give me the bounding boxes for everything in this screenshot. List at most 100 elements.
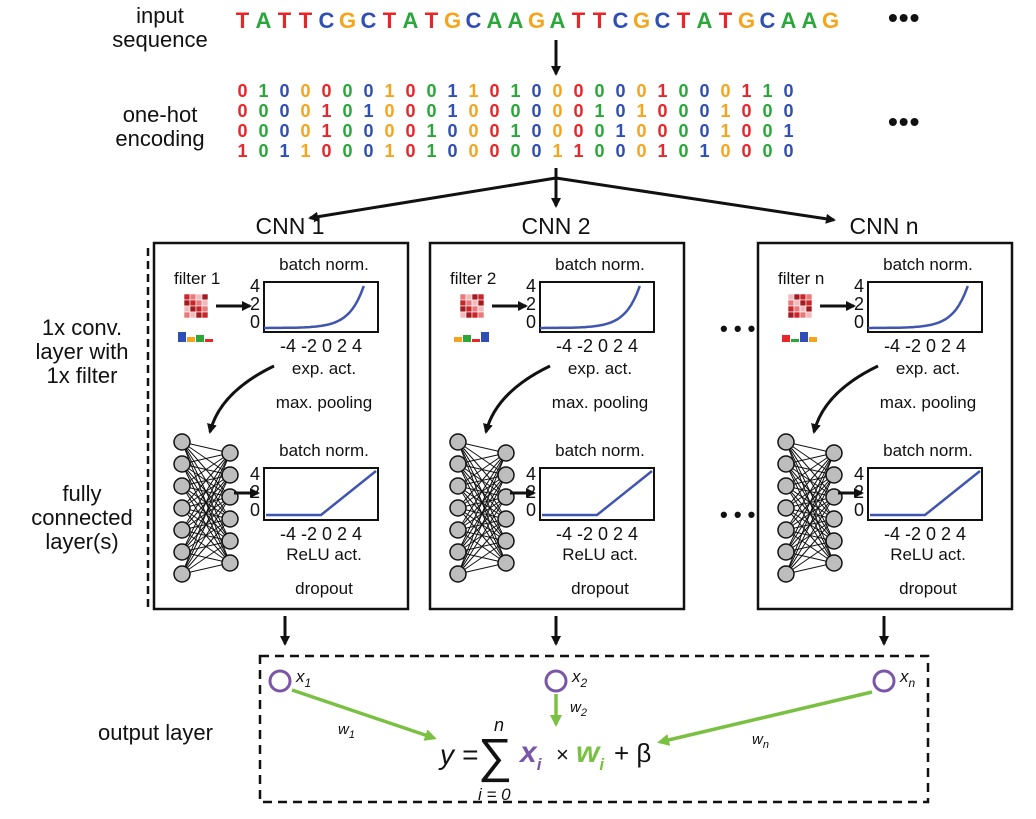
one-hot-cell: 0 — [783, 81, 794, 101]
one-hot-cell: 0 — [426, 81, 437, 101]
one-hot-cell: 1 — [426, 121, 437, 141]
filter-cell — [195, 293, 203, 301]
output-node-x2 — [544, 669, 568, 693]
output-layer-label: output layer — [98, 720, 213, 745]
y-tick: 4 — [250, 464, 260, 484]
filter-cell — [471, 305, 479, 313]
network-edge — [785, 518, 835, 575]
network-edge — [181, 452, 231, 553]
batch-norm-label: batch norm. — [883, 255, 973, 274]
motif-logo-letter — [472, 339, 480, 342]
sequence-base: G — [737, 8, 756, 33]
network-node — [777, 455, 795, 473]
exp-act-label: exp. act. — [896, 359, 960, 378]
y-tick: 2 — [250, 294, 260, 314]
one-hot-cell: 0 — [321, 81, 332, 101]
one-hot-cell: 0 — [531, 141, 542, 161]
input-sequence-label: input sequence — [112, 3, 208, 52]
one-hot-cell: 1 — [447, 81, 458, 101]
one-hot-cell: 0 — [342, 141, 353, 161]
network-edge — [181, 540, 231, 575]
weight-arrow-n — [657, 690, 873, 746]
one-hot-cell: 0 — [678, 141, 689, 161]
arrow-conv-to-fc — [207, 364, 275, 434]
one-hot-cell: 0 — [615, 101, 626, 121]
output-node-xn — [872, 669, 896, 693]
network-edge — [785, 540, 835, 575]
y-tick: 4 — [854, 276, 864, 296]
filter-cell — [793, 299, 801, 307]
x-ticks: -4 -2 0 2 4 — [884, 336, 966, 356]
cnn-title: CNN 1 — [255, 213, 324, 239]
filter-cell — [459, 305, 467, 313]
one-hot-cell: 1 — [321, 121, 332, 141]
network-node — [497, 532, 515, 550]
one-hot-cell: 0 — [636, 121, 647, 141]
one-hot-cell: 0 — [699, 101, 710, 121]
one-hot-label: one-hot encoding — [115, 102, 205, 151]
batch-norm-label: batch norm. — [883, 441, 973, 460]
one-hot-cell: 0 — [405, 121, 416, 141]
one-hot-cell: 1 — [615, 121, 626, 141]
one-hot-cell: 0 — [573, 121, 584, 141]
w2-label: w2 — [570, 699, 587, 719]
motif-logo-letter — [187, 337, 195, 342]
one-hot-cell: 0 — [300, 101, 311, 121]
motif-logo-letter — [809, 337, 817, 342]
sequence-ellipsis: ••• — [888, 2, 921, 33]
filter-cell — [799, 299, 807, 307]
one-hot-cell: 0 — [258, 101, 269, 121]
sequence-base: C — [654, 8, 671, 33]
filter-label: filter n — [778, 269, 824, 288]
relu-act-label: ReLU act. — [890, 545, 966, 564]
one-hot-cell: 0 — [531, 121, 542, 141]
network-edge — [785, 452, 835, 531]
relu-activation-plot — [263, 467, 379, 521]
exp-act-label: exp. act. — [292, 359, 356, 378]
one-hot-cell: 0 — [678, 121, 689, 141]
one-hot-cell: 0 — [237, 81, 248, 101]
one-hot-cell: 0 — [384, 121, 395, 141]
sequence-base: T — [424, 8, 439, 33]
filter-cell — [471, 293, 479, 301]
sequence-base: T — [718, 8, 733, 33]
filter-cell — [459, 293, 467, 301]
fc-layer-label: fully connected layer(s) — [31, 481, 133, 554]
network-node — [173, 565, 191, 583]
network-edge — [181, 474, 231, 575]
network-node — [497, 510, 515, 528]
output-node-x1 — [268, 669, 292, 693]
sequence-base: G — [443, 8, 462, 33]
one-hot-cell: 0 — [426, 101, 437, 121]
y-tick: 2 — [854, 294, 864, 314]
filter-cell — [201, 299, 209, 307]
y-tick: 4 — [526, 464, 536, 484]
filter-cell — [805, 299, 813, 307]
filter-cell — [477, 293, 485, 301]
network-node — [497, 554, 515, 572]
network-edge — [785, 452, 835, 553]
formula-sum-bottom: i = 0 — [478, 785, 511, 804]
relu-curve — [870, 470, 981, 517]
filter-cell — [195, 305, 203, 313]
network-node — [221, 466, 239, 484]
one-hot-cell: 1 — [573, 141, 584, 161]
one-hot-cell: 0 — [615, 81, 626, 101]
filter-cell — [787, 305, 795, 313]
one-hot-cell: 0 — [363, 81, 374, 101]
formula-plus-beta: + β — [614, 738, 651, 768]
filter-cell — [189, 293, 197, 301]
network-node — [449, 433, 467, 451]
sequence-base: T — [235, 8, 250, 33]
cnn-panel-box — [152, 241, 410, 611]
cnn-panel-box — [756, 241, 1014, 611]
filter-cell — [465, 299, 473, 307]
filter-cell — [189, 299, 197, 307]
motif-logo-letter — [481, 332, 489, 342]
y-tick: 2 — [250, 482, 260, 502]
one-hot-cell: 0 — [300, 121, 311, 141]
